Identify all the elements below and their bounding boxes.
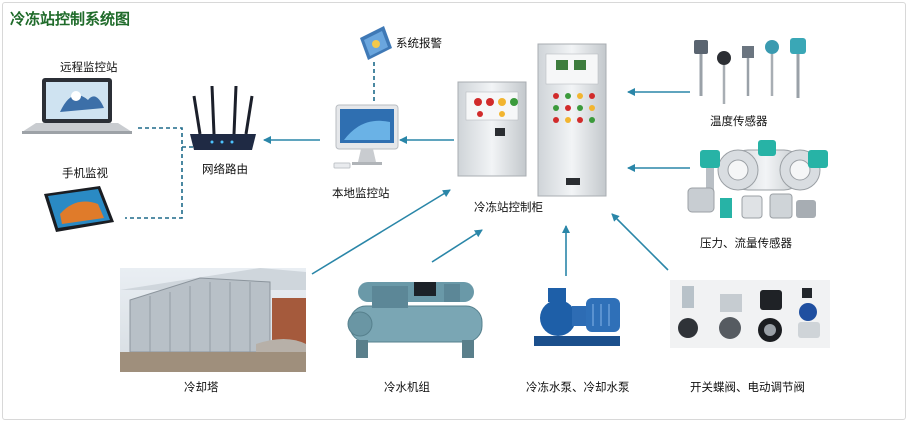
client-links [125,127,196,219]
temperature-sensors-icon [694,38,806,104]
alarm-icon [360,26,392,60]
pumps-icon [534,288,620,346]
control-cabinet-large [537,43,607,197]
arrow-tower-to-cabinet [311,189,451,275]
router-icon [190,85,256,150]
label-cooling-tower: 冷却塔 [184,380,219,394]
mobile-phone-icon [44,186,114,232]
cooling-tower-image [120,268,306,372]
label-temperature-sensor: 温度传感器 [710,114,768,128]
arrow-chiller-to-cabinet [431,229,483,263]
local-monitor-icon [333,104,399,169]
label-pressure-flow-sensor: 压力、流量传感器 [700,236,792,250]
label-alarm: 系统报警 [396,36,442,50]
dashed-link-clients [125,127,183,219]
remote-laptop-icon [22,78,132,134]
label-router: 网络路由 [202,162,248,176]
chiller-unit-icon [347,282,483,358]
flow-arrows [263,88,690,276]
diagram-title: 冷冻站控制系统图 [10,10,131,28]
label-valves: 开关蝶阀、电动调节阀 [690,380,805,394]
arrow-valves-to-cabinet [611,213,669,271]
label-mobile: 手机监视 [62,166,108,180]
label-control-cabinet: 冷冻站控制柜 [474,200,543,214]
label-remote-station: 远程监控站 [60,60,118,74]
label-chiller: 冷水机组 [384,380,430,394]
pressure-flow-sensors-icon [687,140,828,219]
label-local-station: 本地监控站 [332,186,390,200]
label-pumps: 冷冻水泵、冷却水泵 [526,380,630,394]
control-cabinet-small [457,81,527,177]
valves-image [670,280,830,348]
